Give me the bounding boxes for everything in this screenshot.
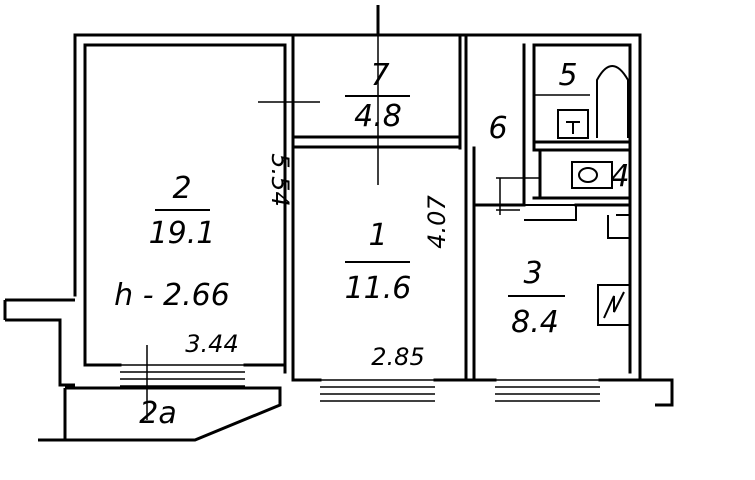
sink-icon xyxy=(557,109,589,139)
wc-label: 4 xyxy=(610,159,629,194)
room-2-area: 19.1 xyxy=(149,216,216,251)
outer-wall-top xyxy=(73,33,642,382)
balcony-outline xyxy=(38,386,282,442)
room-2-ceiling-height: h - 2.66 xyxy=(114,278,230,313)
room-2-id: 2 xyxy=(172,171,191,206)
wc-bowl-icon xyxy=(578,167,598,183)
window-room-1 xyxy=(320,379,435,402)
bath-label: 5 xyxy=(558,58,577,93)
window-room-2 xyxy=(120,364,245,387)
stove-icon xyxy=(597,284,631,326)
room-1-length: 4.07 xyxy=(423,195,451,249)
room-3-area: 8.4 xyxy=(511,305,559,340)
door-swing-room-3 xyxy=(524,204,577,221)
room-1-width: 2.85 xyxy=(371,343,424,371)
kitchen-sink-icon xyxy=(607,214,630,239)
room-2-width: 3.44 xyxy=(185,330,238,358)
bathtub-icon xyxy=(596,65,629,138)
right-wall-stub xyxy=(655,378,674,407)
room-1-id: 1 xyxy=(368,218,387,253)
room-1-area: 11.6 xyxy=(345,271,412,306)
window-room-3 xyxy=(495,379,600,402)
wc-toilet-icon xyxy=(571,161,613,189)
room-7-id: 7 xyxy=(370,58,389,93)
corridor-label: 6 xyxy=(488,111,507,146)
room-3-id: 3 xyxy=(523,256,542,291)
room-7-area: 4.8 xyxy=(354,99,402,134)
room-2-length: 5.54 xyxy=(266,153,294,206)
stove-mark-icon xyxy=(603,291,625,319)
axis-mark-6 xyxy=(496,177,540,215)
sink-faucet-icon xyxy=(566,121,580,134)
balcony-label: 2a xyxy=(139,396,176,431)
left-wall-stub xyxy=(3,298,75,387)
